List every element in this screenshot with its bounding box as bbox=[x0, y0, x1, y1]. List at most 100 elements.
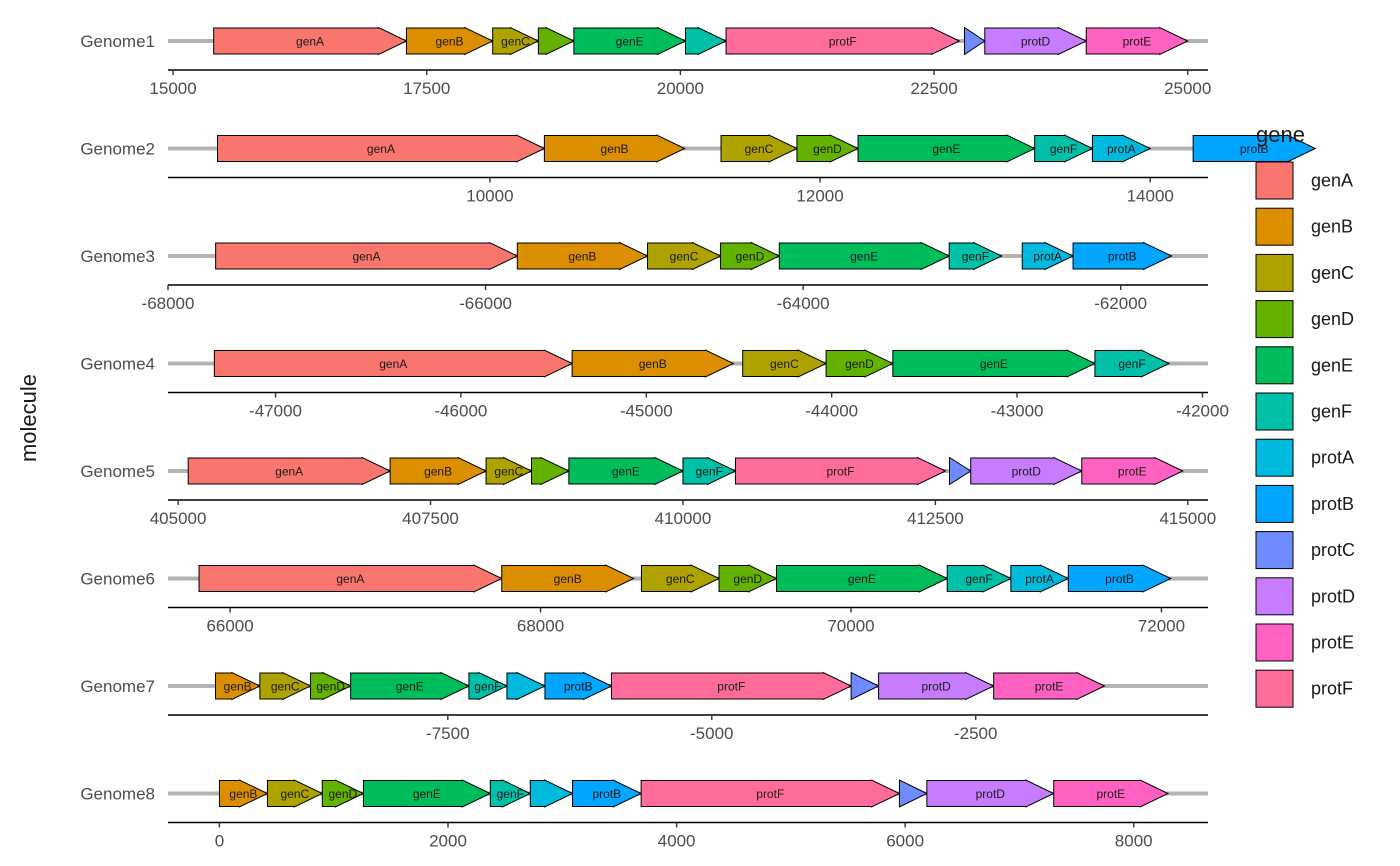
x-tick-label: -7500 bbox=[426, 724, 469, 743]
legend-key-genB bbox=[1255, 207, 1294, 246]
gene-label: genC bbox=[281, 787, 310, 801]
gene-arrow-genB bbox=[543, 134, 686, 163]
gene-label: genE bbox=[848, 572, 876, 586]
x-tick-label: 2000 bbox=[429, 832, 467, 851]
legend-key-protD bbox=[1255, 577, 1294, 616]
gene-arrow-genB bbox=[215, 671, 262, 701]
gene-label: genF bbox=[962, 249, 989, 263]
gene-arrow-genE bbox=[362, 779, 492, 808]
x-tick-label: -2500 bbox=[954, 724, 997, 743]
gene-arrow-protB bbox=[1192, 134, 1317, 163]
gene-label: genC bbox=[271, 679, 300, 693]
gene-arrow-protF bbox=[725, 26, 961, 56]
gene-arrow-genC bbox=[266, 779, 324, 808]
x-tick-label: 20000 bbox=[657, 79, 704, 98]
molecule-label: Genome1 bbox=[80, 32, 155, 51]
gene-label: genE bbox=[396, 679, 424, 693]
legend-label: genD bbox=[1311, 309, 1354, 329]
gene-label: genC bbox=[666, 572, 695, 586]
gene-label: protD bbox=[921, 679, 951, 693]
gene-arrow-genD bbox=[310, 671, 352, 701]
x-tick-label: -47000 bbox=[249, 402, 302, 421]
legend-key-genC bbox=[1255, 253, 1294, 292]
gene-label: protD bbox=[976, 787, 1006, 801]
gene-arrow-genE bbox=[573, 26, 687, 56]
gene-arrow-genC bbox=[742, 349, 828, 378]
legend-key-protF bbox=[1255, 669, 1294, 708]
gene-arrow-protE bbox=[993, 671, 1106, 701]
x-tick-label: -68000 bbox=[142, 294, 195, 313]
legend-label: genF bbox=[1311, 402, 1352, 422]
legend-label: genA bbox=[1311, 171, 1353, 191]
legend-label: protE bbox=[1311, 633, 1354, 653]
gene-label: protD bbox=[1021, 34, 1051, 48]
molecule-label: Genome3 bbox=[80, 247, 155, 266]
legend-label: protC bbox=[1311, 540, 1355, 560]
molecule-label: Genome4 bbox=[80, 355, 155, 374]
gene-arrow-genB bbox=[218, 779, 269, 808]
gene-label: genE bbox=[980, 357, 1008, 371]
gene-label: protE bbox=[1123, 34, 1152, 48]
gene-arrow-genB bbox=[516, 241, 649, 271]
x-tick-label: 14000 bbox=[1127, 187, 1174, 206]
gene-label: protB bbox=[1240, 142, 1269, 156]
gene-label: genB bbox=[224, 679, 252, 693]
gene-arrow-protA bbox=[1010, 564, 1070, 593]
gene-arrow-protB bbox=[1067, 564, 1172, 593]
legend-key-genE bbox=[1255, 346, 1294, 385]
gene-label: genB bbox=[568, 249, 596, 263]
gene-arrow-protC bbox=[850, 671, 880, 701]
gene-label: protF bbox=[756, 787, 784, 801]
gene-arrow-genD bbox=[796, 134, 860, 163]
legend-label: protD bbox=[1311, 586, 1355, 606]
gene-label: genC bbox=[501, 34, 530, 48]
gene-arrow-genE bbox=[568, 456, 685, 486]
gene-arrow-protF bbox=[734, 456, 947, 486]
gene-arrow-protE bbox=[1053, 779, 1170, 808]
gene-arrow-genB bbox=[501, 564, 635, 593]
gene-label: genF bbox=[965, 572, 992, 586]
gene-label: genB bbox=[436, 34, 464, 48]
legend-label: protF bbox=[1311, 679, 1353, 699]
gene-label: protF bbox=[829, 34, 857, 48]
gene-label: genD bbox=[845, 357, 874, 371]
legend-key-protA bbox=[1255, 438, 1294, 477]
x-tick-label: 72000 bbox=[1138, 617, 1185, 636]
gene-arrow-genE bbox=[857, 134, 1036, 163]
gene-arrow-genD bbox=[718, 564, 778, 593]
legend-key-protE bbox=[1255, 623, 1294, 662]
gene-arrow-protB bbox=[544, 671, 613, 701]
x-tick-label: 15000 bbox=[149, 79, 196, 98]
legend-key-genA bbox=[1255, 161, 1294, 200]
x-tick-label: 4000 bbox=[658, 832, 696, 851]
gene-arrow-genD bbox=[530, 456, 571, 486]
x-tick-label: -64000 bbox=[777, 294, 830, 313]
gene-label: protE bbox=[1097, 787, 1126, 801]
x-tick-label: 17500 bbox=[403, 79, 450, 98]
x-tick-label: 6000 bbox=[886, 832, 924, 851]
y-axis-title: molecule bbox=[16, 374, 41, 462]
gene-arrow-genF bbox=[489, 779, 532, 808]
gene-label: genC bbox=[494, 464, 523, 478]
gene-arrow-genC bbox=[647, 241, 722, 271]
gene-label: genB bbox=[424, 464, 452, 478]
gene-arrow-genF bbox=[1034, 134, 1094, 163]
x-tick-label: 25000 bbox=[1164, 79, 1211, 98]
gene-arrow-genA bbox=[213, 349, 574, 378]
gene-arrow-genF bbox=[946, 564, 1013, 593]
molecule-label: Genome5 bbox=[80, 462, 155, 481]
gene-label: protD bbox=[1012, 464, 1042, 478]
x-tick-label: 22500 bbox=[910, 79, 957, 98]
gene-label: genE bbox=[612, 464, 640, 478]
x-tick-label: -5000 bbox=[690, 724, 733, 743]
gene-label: genF bbox=[474, 679, 501, 693]
gene-arrow-protF bbox=[640, 779, 901, 808]
gene-label: genA bbox=[275, 464, 303, 478]
gene-arrow-protC bbox=[963, 26, 986, 56]
gene-label: genC bbox=[670, 249, 699, 263]
x-tick-label: 407500 bbox=[402, 509, 459, 528]
x-tick-label: 10000 bbox=[466, 187, 513, 206]
